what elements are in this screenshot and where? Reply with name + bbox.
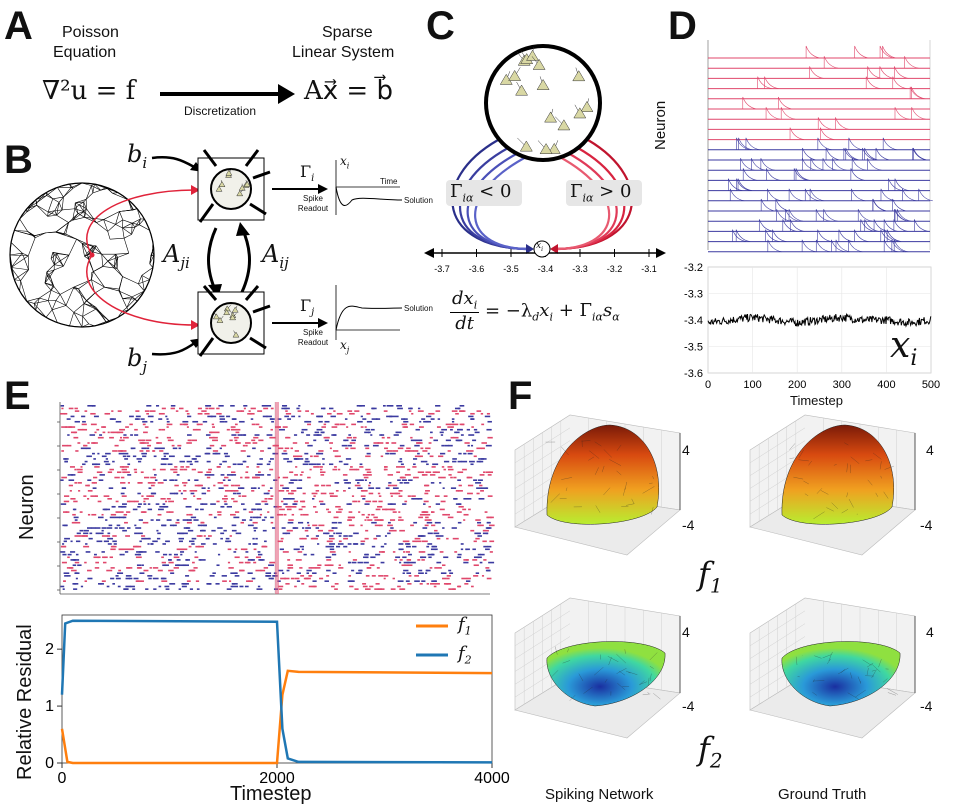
zmin-label-4: -4 xyxy=(920,698,932,714)
zmax-label-4: 4 xyxy=(926,624,934,640)
dome-surface-plot xyxy=(750,415,915,555)
zmin-label-1: -4 xyxy=(682,517,694,533)
zmax-label-3: 4 xyxy=(682,624,690,640)
f1-row-label: f1 xyxy=(698,555,723,597)
zmax-label-1: 4 xyxy=(682,442,690,458)
ground-truth-label: Ground Truth xyxy=(778,786,866,803)
zmin-label-2: -4 xyxy=(920,517,932,533)
bowl-surface-plot xyxy=(750,598,915,738)
spiking-network-label: Spiking Network xyxy=(545,786,653,803)
zmin-label-3: -4 xyxy=(682,698,694,714)
f2-row-label: f2 xyxy=(698,730,723,772)
bowl-surface-plot xyxy=(515,598,680,738)
dome-surface-plot xyxy=(515,415,680,555)
zmax-label-2: 4 xyxy=(926,442,934,458)
